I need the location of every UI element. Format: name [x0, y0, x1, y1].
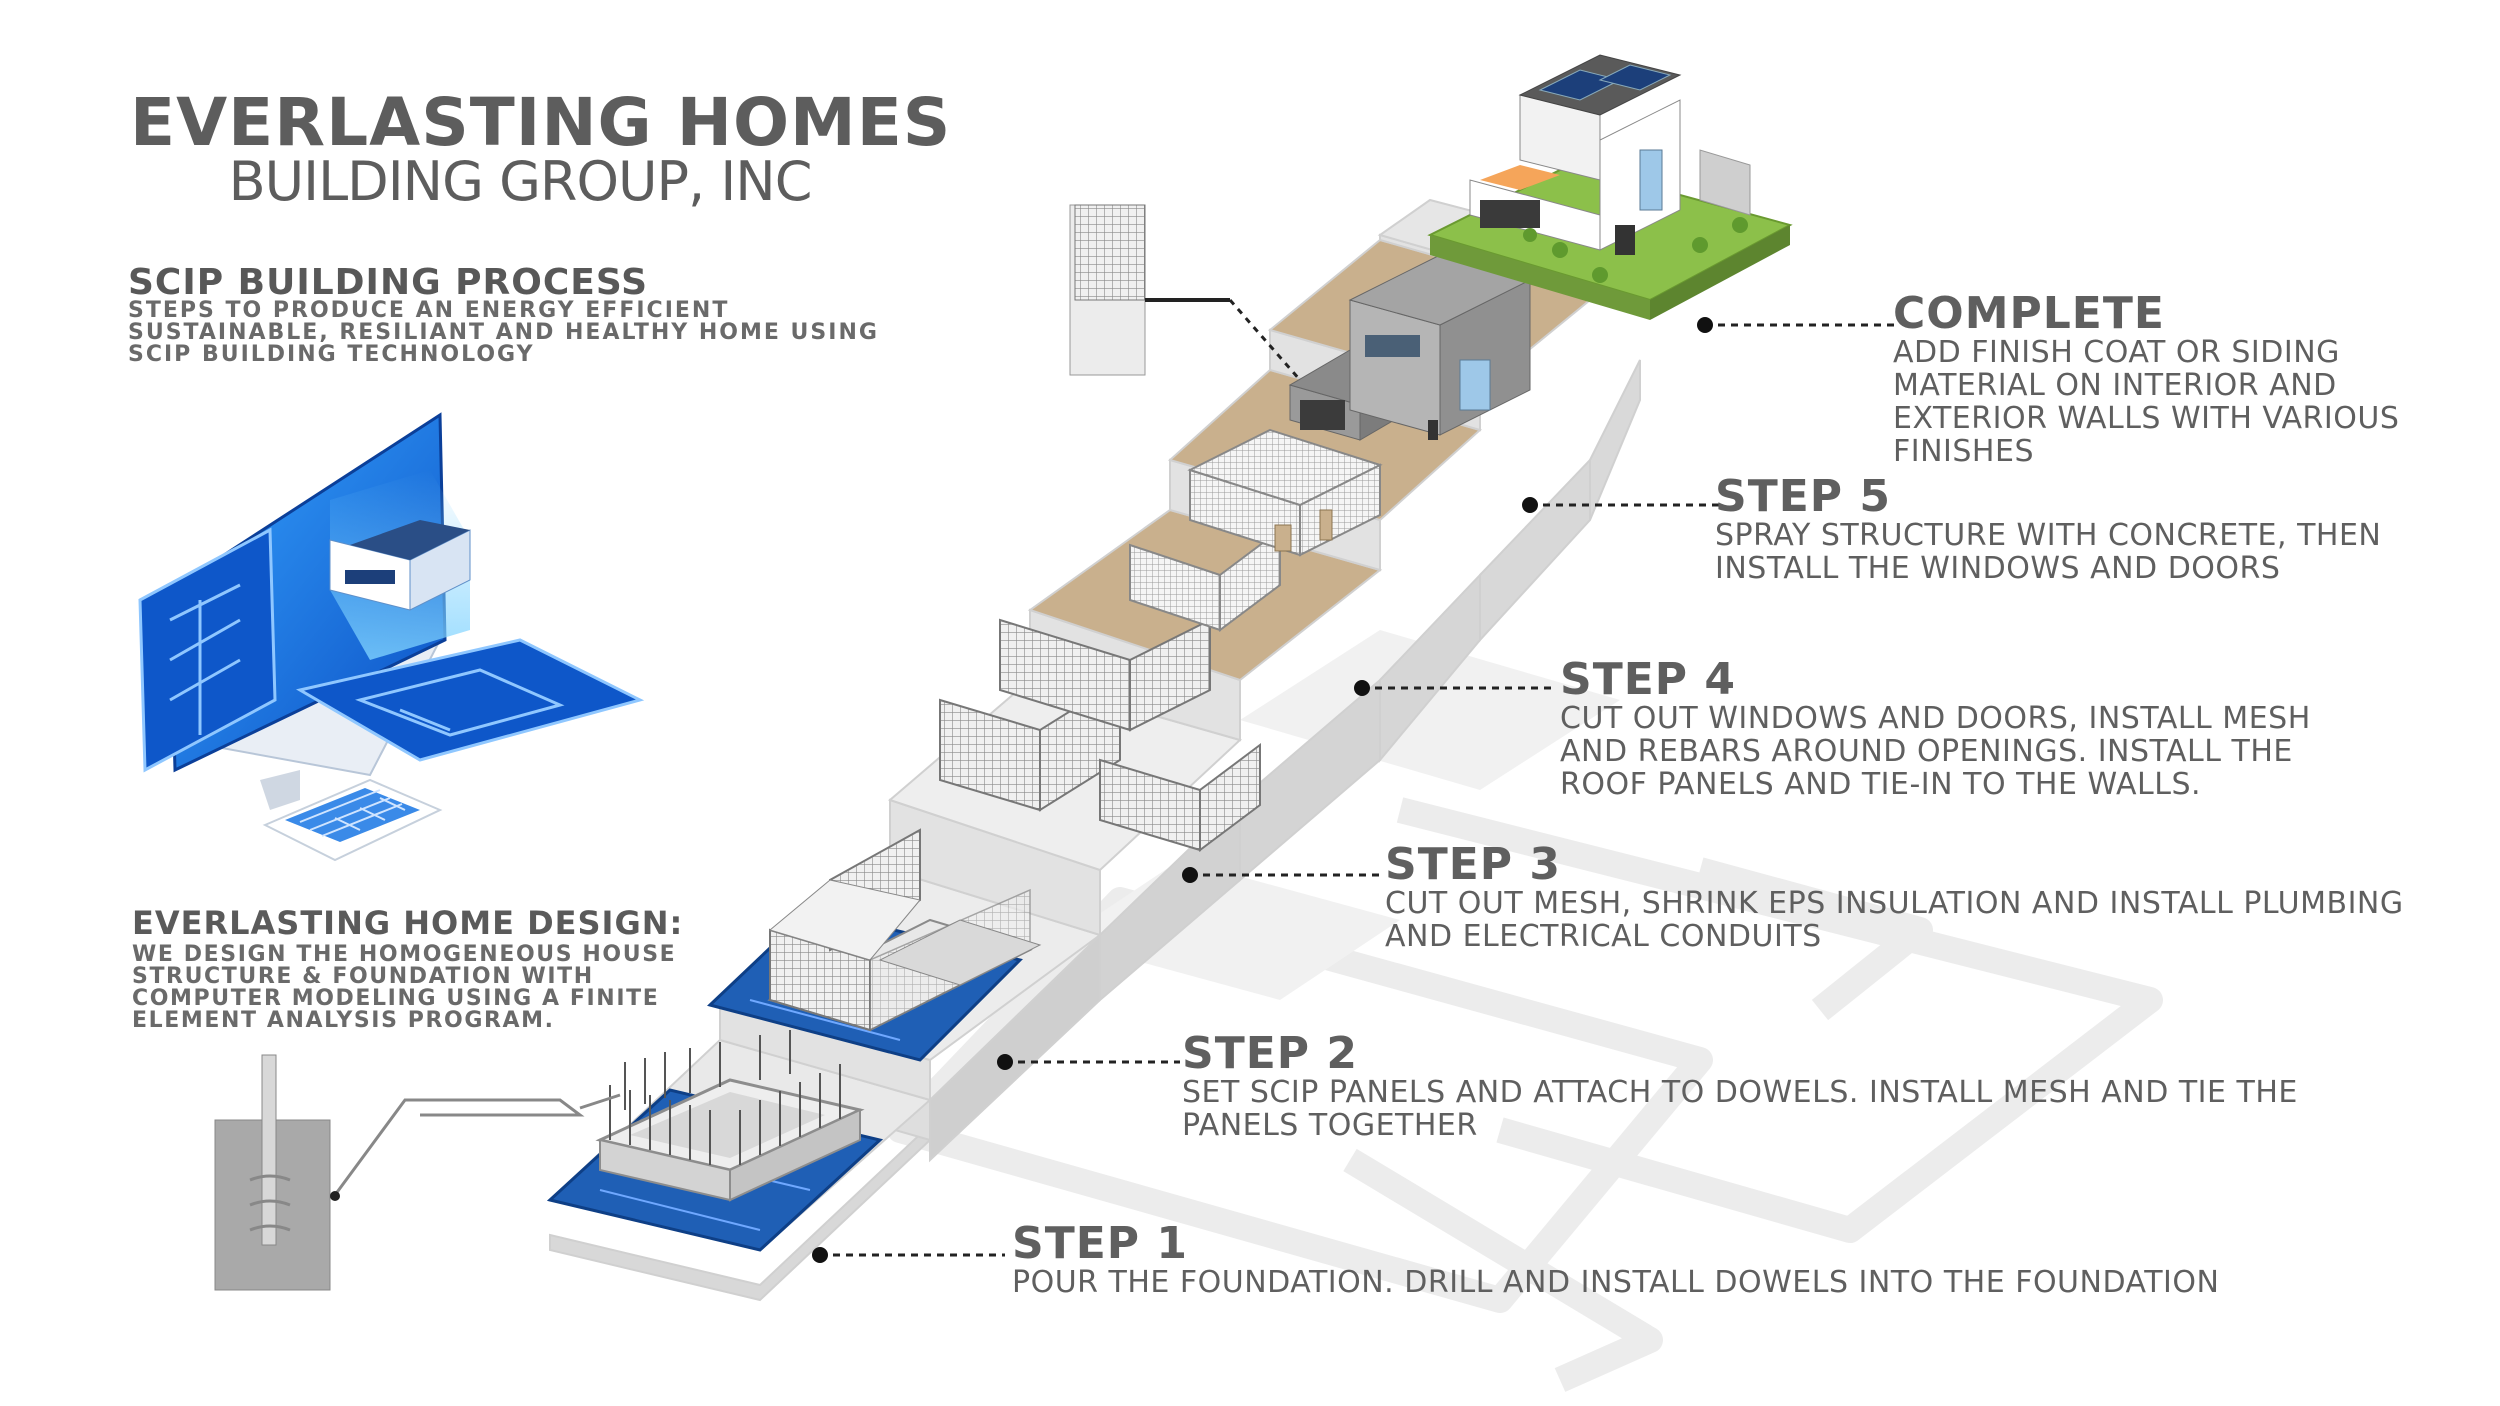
step1-foundation: [595, 1030, 865, 1202]
complete-house: [1427, 54, 1793, 320]
step-complete: COMPLETE ADD FINISH COAT OR SIDING MATER…: [1893, 288, 2453, 469]
step-1-title: STEP 1: [1012, 1218, 1188, 1269]
pile-detail: [214, 1054, 621, 1291]
step-complete-description: ADD FINISH COAT OR SIDING MATERIAL ON IN…: [1893, 335, 2400, 469]
computer-illustration: [138, 412, 645, 862]
step-complete-title: COMPLETE: [1893, 288, 2165, 339]
step2-panels: [767, 828, 1042, 1032]
step-1: STEP 1 POUR THE FOUNDATION. DRILL AND IN…: [1012, 1218, 2312, 1300]
step-1-description: POUR THE FOUNDATION. DRILL AND INSTALL D…: [1012, 1265, 2220, 1300]
step-5: STEP 5 SPRAY STRUCTURE WITH CONCRETE, TH…: [1715, 471, 2445, 586]
company-name: EVERLASTING HOMES: [130, 84, 952, 161]
step-4-title: STEP 4: [1560, 654, 1736, 705]
panel-detail: [1069, 204, 1302, 381]
step-4: STEP 4 CUT OUT WINDOWS AND DOORS, INSTAL…: [1560, 654, 2380, 802]
step-2: STEP 2 SET SCIP PANELS AND ATTACH TO DOW…: [1182, 1028, 2322, 1143]
step-5-title: STEP 5: [1715, 471, 1891, 522]
company-subname: BUILDING GROUP, INC: [228, 150, 813, 213]
step-4-description: CUT OUT WINDOWS AND DOORS, INSTALL MESH …: [1560, 701, 2311, 802]
step3-walls: [939, 618, 1261, 852]
step-2-title: STEP 2: [1182, 1028, 1358, 1079]
step-leaders: [820, 323, 1895, 1257]
floorplan-ghost: [887, 797, 2163, 1392]
design-title: EVERLASTING HOME DESIGN:: [132, 904, 684, 942]
step-5-description: SPRAY STRUCTURE WITH CONCRETE, THEN INST…: [1715, 518, 2382, 586]
step4-structure: [1129, 428, 1383, 632]
design-description: WE DESIGN THE HOMOGENEOUS HOUSE STRUCTUR…: [132, 942, 677, 1033]
step5-house: [1288, 254, 1532, 441]
step-2-description: SET SCIP PANELS AND ATTACH TO DOWELS. IN…: [1182, 1075, 2298, 1143]
step-3-title: STEP 3: [1385, 839, 1561, 890]
step-leader-dots: [812, 317, 1713, 1263]
step-3-description: CUT OUT MESH, SHRINK EPS INSULATION AND …: [1385, 886, 2404, 954]
process-title: SCIP BUILDING PROCESS: [128, 262, 649, 303]
process-description: STEPS TO PRODUCE AN ENERGY EFFICIENT SUS…: [128, 298, 879, 367]
step-3: STEP 3 CUT OUT MESH, SHRINK EPS INSULATI…: [1385, 839, 2425, 954]
